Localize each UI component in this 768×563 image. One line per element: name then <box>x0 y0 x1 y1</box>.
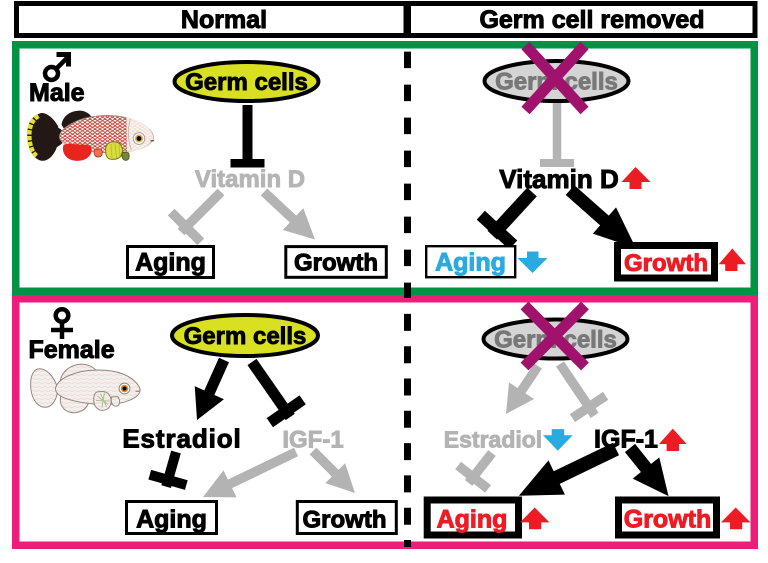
svg-text:Female: Female <box>29 336 115 364</box>
svg-text:Estradiol: Estradiol <box>444 427 542 453</box>
svg-text:Growth: Growth <box>624 250 708 277</box>
svg-text:Growth: Growth <box>294 250 378 277</box>
svg-text:Aging: Aging <box>435 249 506 277</box>
svg-text:Estradiol: Estradiol <box>122 424 241 454</box>
svg-text:Aging: Aging <box>136 506 207 534</box>
svg-text:Vitamin D: Vitamin D <box>499 164 618 194</box>
svg-text:Growth: Growth <box>624 506 712 534</box>
svg-text:Male: Male <box>29 79 85 107</box>
svg-text:Vitamin D: Vitamin D <box>195 166 305 193</box>
svg-text:Germ cells: Germ cells <box>184 323 307 350</box>
svg-text:Germ cells: Germ cells <box>185 69 308 96</box>
svg-text:Aging: Aging <box>437 506 508 534</box>
svg-text:Normal: Normal <box>181 6 267 34</box>
svg-text:Aging: Aging <box>135 249 206 277</box>
svg-text:Germ cell removed: Germ cell removed <box>479 6 704 34</box>
svg-text:Growth: Growth <box>303 507 387 534</box>
